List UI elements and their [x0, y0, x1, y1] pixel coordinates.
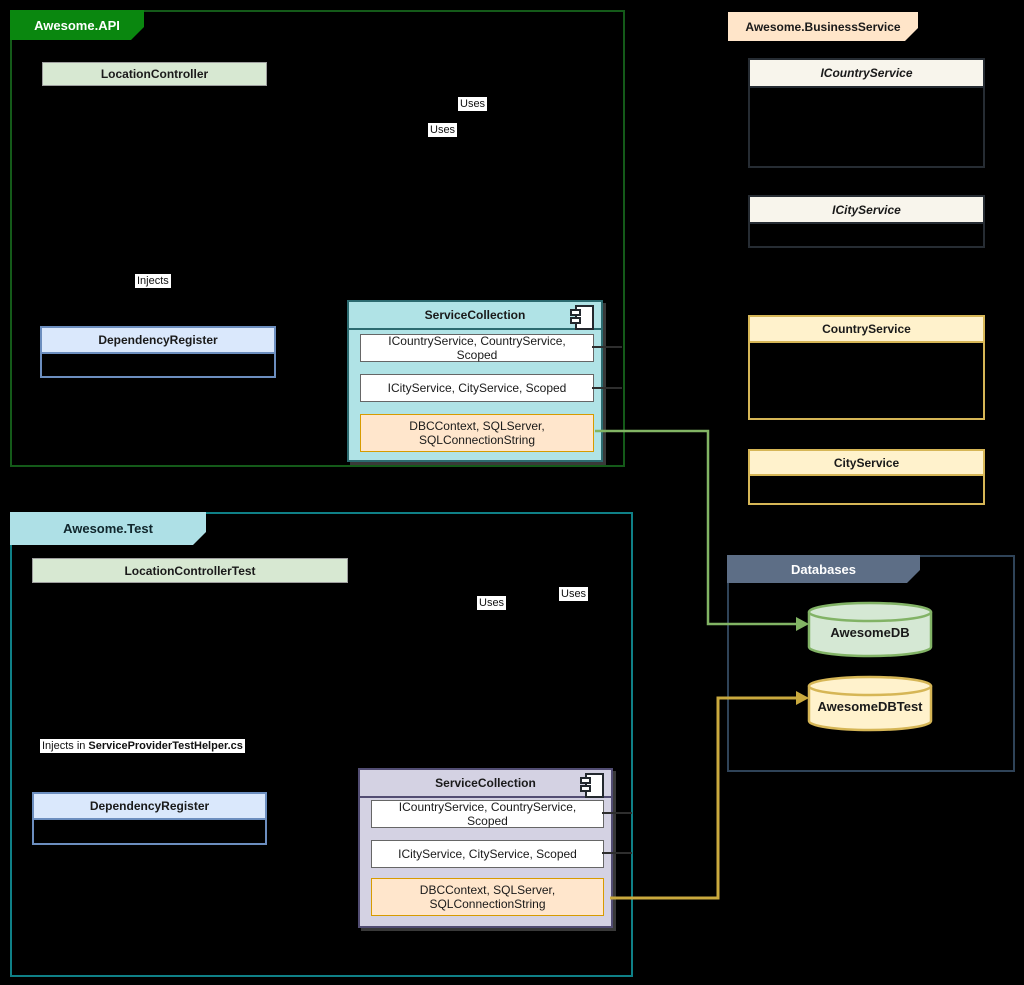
component-icon: [570, 305, 594, 330]
api-dependency-register-header: DependencyRegister: [42, 328, 274, 354]
location-controller-box: LocationController: [42, 62, 267, 86]
api-dependency-register-label: DependencyRegister: [98, 333, 218, 347]
location-controller-test-box: LocationControllerTest: [32, 558, 348, 583]
countryservice-box: CountryService: [748, 315, 985, 420]
api-dbcontext-row: DBCContext, SQLServer, SQLConnectionStri…: [360, 414, 594, 452]
icountryservice-box: ICountryService: [748, 58, 985, 168]
countryservice-label: CountryService: [822, 322, 911, 336]
test-injects-file: ServiceProviderTestHelper.cs: [88, 740, 243, 752]
awesome-businessservice-tab-label: Awesome.BusinessService: [745, 19, 901, 34]
databases-tab-label: Databases: [790, 561, 857, 577]
api-registration-row: ICityService, CityService, Scoped: [360, 374, 594, 402]
api-injects-label: Injects: [135, 274, 171, 288]
test-dependency-register-label: DependencyRegister: [89, 799, 210, 813]
api-dependency-register-box: DependencyRegister: [40, 326, 276, 378]
api-registration-row: ICountryService, CountryService, Scoped: [360, 334, 594, 362]
api-service-collection-title: ServiceCollection: [424, 308, 526, 322]
cityservice-label: CityService: [833, 455, 900, 470]
cityservice-box: CityService: [748, 449, 985, 505]
location-controller-test-label: LocationControllerTest: [124, 563, 256, 578]
location-controller-label: LocationController: [100, 67, 209, 81]
test-dependency-register-box: DependencyRegister: [32, 792, 267, 845]
database-cylinder-icon: [807, 675, 933, 732]
icountryservice-header: ICountryService: [750, 60, 983, 88]
awesome-api-tab-label: Awesome.API: [34, 17, 120, 33]
test-service-collection-header: ServiceCollection: [360, 770, 611, 798]
test-dependency-register-header: DependencyRegister: [34, 794, 265, 820]
databases-tab: Databases: [727, 555, 920, 583]
api-service-collection-box: ServiceCollection ICountryService, Count…: [347, 300, 603, 462]
api-uses-label-1: Uses: [458, 97, 488, 111]
awesome-api-tab: Awesome.API: [10, 10, 144, 40]
component-icon: [580, 773, 604, 798]
test-dbcontext-row: DBCContext, SQLServer, SQLConnectionStri…: [371, 878, 604, 916]
awesomedb-label: AwesomeDB: [830, 625, 910, 640]
api-uses-label-2: Uses: [428, 123, 458, 137]
test-uses-label-1: Uses: [477, 596, 507, 610]
awesomedbtest-cylinder: AwesomeDBTest: [807, 675, 933, 732]
awesomedbtest-label: AwesomeDBTest: [817, 699, 923, 714]
test-registration-row: ICityService, CityService, Scoped: [371, 840, 604, 868]
icityservice-box: ICityService: [748, 195, 985, 248]
test-service-collection-title: ServiceCollection: [435, 776, 536, 790]
test-injects-prefix: Injects in: [42, 740, 86, 752]
test-uses-label-2: Uses: [559, 587, 589, 601]
countryservice-header: CountryService: [750, 317, 983, 343]
icityservice-header: ICityService: [750, 197, 983, 224]
database-cylinder-icon: [807, 601, 933, 658]
awesomedb-cylinder: AwesomeDB: [807, 601, 933, 658]
test-service-collection-box: ServiceCollection ICountryService, Count…: [358, 768, 613, 928]
awesome-businessservice-tab: Awesome.BusinessService: [728, 12, 918, 41]
icountryservice-label: ICountryService: [820, 66, 913, 80]
icityservice-label: ICityService: [832, 202, 901, 217]
databases-container: [727, 555, 1015, 772]
awesome-test-tab: Awesome.Test: [10, 512, 206, 545]
awesome-api-container: [10, 10, 625, 467]
api-service-collection-header: ServiceCollection: [349, 302, 601, 330]
cityservice-header: CityService: [750, 451, 983, 476]
test-registration-row: ICountryService, CountryService, Scoped: [371, 800, 604, 828]
awesome-test-tab-label: Awesome.Test: [63, 521, 153, 536]
